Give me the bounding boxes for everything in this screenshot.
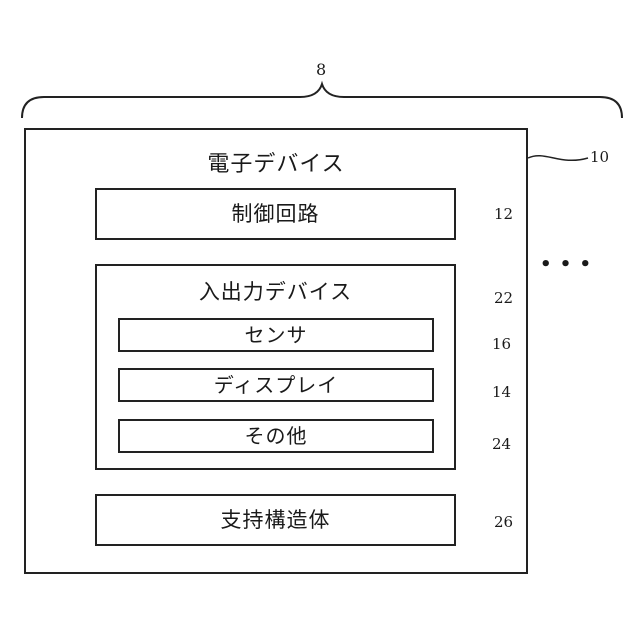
io-devices-title: 入出力デバイス [97,282,454,303]
io-devices-ref: 22 [494,291,513,306]
support-structure-label: 支持構造体 [97,510,454,531]
control-circuit-ref: 12 [494,207,513,222]
group-brace [22,84,622,118]
other-box: その他 [118,419,434,453]
electronic-device-title: 電子デバイス [26,154,526,176]
electronic-device-ref: 10 [590,150,609,165]
display-box: ディスプレイ [118,368,434,402]
support-structure-ref: 26 [494,515,513,530]
display-label: ディスプレイ [120,375,432,395]
control-circuit-label: 制御回路 [97,204,454,225]
more-devices-ellipsis: • • • [540,254,592,275]
other-ref: 24 [492,437,511,452]
control-circuit-box: 制御回路 [95,188,456,240]
sensor-label: センサ [120,325,432,345]
leader-line-10 [528,156,588,161]
sensor-box: センサ [118,318,434,352]
other-label: その他 [120,426,432,446]
display-ref: 14 [492,385,511,400]
support-structure-box: 支持構造体 [95,494,456,546]
sensor-ref: 16 [492,337,511,352]
group-ref: 8 [316,62,326,78]
